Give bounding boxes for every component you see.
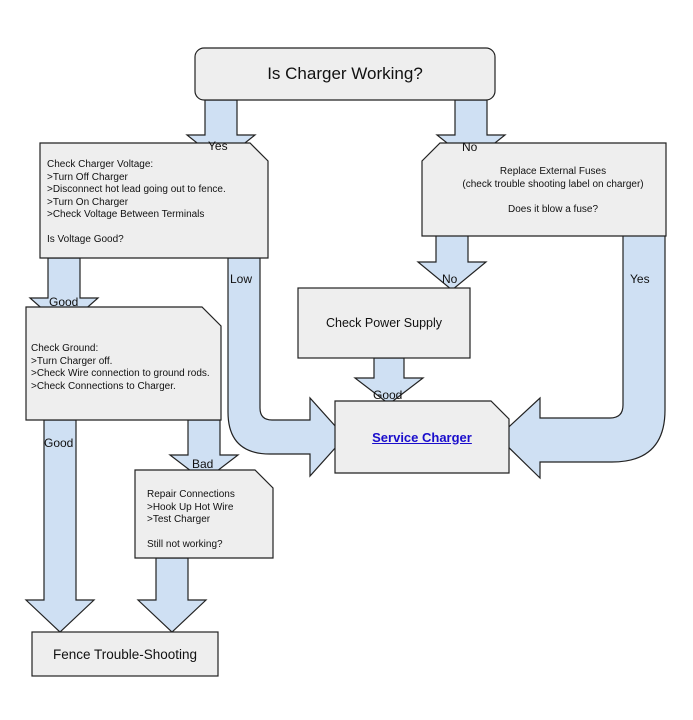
- replace-fuses-line: (check trouble shooting label on charger…: [462, 178, 644, 190]
- arrow-bad: [168, 419, 240, 482]
- check-power-text: Check Power Supply: [298, 288, 470, 358]
- check-ground-line: >Turn Charger off.: [31, 355, 113, 367]
- service-charger-text: Service Charger: [335, 401, 509, 473]
- repair-line: >Hook Up Hot Wire: [147, 501, 234, 513]
- edge-label-good-ground: Good: [49, 295, 79, 309]
- check-ground-line: >Check Wire connection to ground rods.: [31, 368, 210, 379]
- check-power-box: [297, 287, 471, 359]
- check-voltage-line: Check Charger Voltage:: [47, 159, 154, 170]
- replace-fuses-line: Replace External Fuses: [499, 166, 607, 177]
- check-ground-line: >Check Connections to Charger.: [31, 380, 176, 392]
- edge-label-yes-fuse: Yes: [630, 272, 650, 286]
- fence-troubleshooting-box: [31, 631, 219, 677]
- repair-connections-box: [134, 469, 274, 559]
- edge-label-good-fence: Good: [44, 436, 74, 450]
- check-voltage-box: [39, 142, 269, 259]
- repair-connections-text: Repair Connections >Hook Up Hot Wire >Te…: [147, 489, 272, 552]
- replace-fuses-line: [440, 191, 666, 204]
- arrow-good-fence: [24, 419, 96, 633]
- check-voltage-text: Check Charger Voltage: >Turn Off Charger…: [47, 159, 267, 247]
- fence-troubleshooting-label: Fence Trouble-Shooting: [52, 646, 198, 662]
- check-voltage-line: >Check Voltage Between Terminals: [47, 209, 205, 220]
- edge-label-yes: Yes: [208, 139, 228, 153]
- check-power-label: Check Power Supply: [325, 316, 443, 330]
- check-voltage-line: >Turn Off Charger: [47, 171, 128, 183]
- start-node-label: Is Charger Working?: [195, 48, 495, 100]
- check-ground-box: [25, 306, 222, 421]
- arrow-yes-fuse: [497, 234, 666, 480]
- check-voltage-line: [47, 222, 267, 235]
- edge-label-good-power: Good: [373, 388, 403, 402]
- check-ground-text: Check Ground: >Turn Charger off. >Check …: [31, 343, 221, 393]
- check-voltage-line: >Disconnect hot lead going out to fence.: [47, 184, 226, 195]
- arrow-good-power: [353, 357, 425, 405]
- repair-line: Repair Connections: [147, 489, 235, 500]
- service-charger-link[interactable]: Service Charger: [372, 429, 472, 445]
- fence-troubleshooting-text: Fence Trouble-Shooting: [32, 632, 218, 676]
- start-label: Is Charger Working?: [267, 64, 423, 83]
- repair-question: Still not working?: [147, 539, 223, 550]
- replace-fuses-box: [421, 142, 667, 237]
- arrow-no-fuse: [416, 234, 488, 291]
- edge-label-bad: Bad: [192, 457, 214, 471]
- replace-fuses-text: Replace External Fuses (check trouble sh…: [440, 166, 666, 216]
- service-charger-box: [334, 400, 510, 474]
- edge-label-no-top: No: [462, 140, 478, 154]
- arrow-repair-fence: [136, 557, 208, 633]
- repair-line: [147, 527, 272, 540]
- check-voltage-line: >Turn On Charger: [47, 196, 129, 208]
- replace-fuses-question: Does it blow a fuse?: [507, 203, 599, 215]
- edge-label-no-fuse: No: [442, 272, 458, 286]
- repair-line: >Test Charger: [147, 514, 211, 525]
- edge-label-low: Low: [230, 272, 253, 286]
- start-box: [194, 47, 496, 101]
- check-ground-line: Check Ground:: [31, 343, 99, 354]
- check-voltage-question: Is Voltage Good?: [47, 234, 124, 245]
